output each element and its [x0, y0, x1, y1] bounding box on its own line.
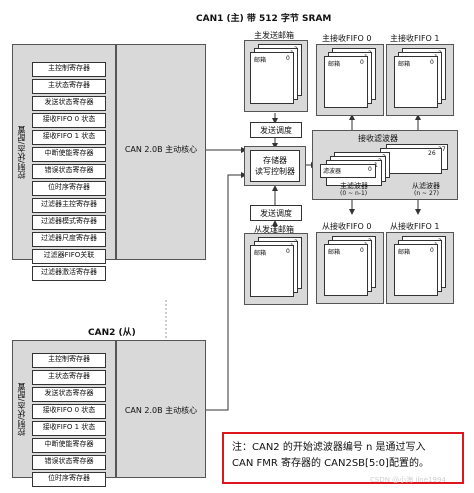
can1-register-11: 过滤器FIFO关联 — [32, 249, 106, 264]
filter-page-0 — [320, 164, 376, 178]
can2-core-label: CAN 2.0B 主动核心 — [124, 406, 198, 415]
can1-register-8: 过滤器主控寄存器 — [32, 198, 106, 213]
master-mailbox-page-0 — [250, 52, 294, 104]
master-filter-label: 主滤波器 — [340, 182, 368, 190]
note-box: 注：CAN2 的开始滤波器编号 n 是通过写入 CAN FMR 寄存器的 CAN… — [222, 432, 464, 484]
can2-register-0: 主控制寄存器 — [32, 353, 106, 368]
note-line-2: CAN FMR 寄存器的 CAN2SB[5:0]配置的。 — [232, 458, 429, 469]
slave-fifo1-num-0: 0 — [430, 247, 434, 254]
can1-register-6: 错误状态寄存器 — [32, 164, 106, 179]
note-line-1: 注：CAN2 的开始滤波器编号 n 是通过写入 — [232, 442, 426, 453]
can1-register-5: 中断使能寄存器 — [32, 147, 106, 162]
memory-controller: 存储器 读写控制器 — [250, 150, 300, 182]
can2-register-6: 错误状态寄存器 — [32, 455, 106, 470]
can2-register-4: 接收FIFO 1 状态 — [32, 421, 106, 436]
can2-register-5: 中断使能寄存器 — [32, 438, 106, 453]
can1-register-3: 接收FIFO 0 状态 — [32, 113, 106, 128]
can1-register-9: 过滤器模式寄存器 — [32, 215, 106, 230]
can1-register-0: 主控制寄存器 — [32, 62, 106, 77]
memory-controller-line-1: 存储器 — [263, 156, 287, 165]
can2-side-label: 控制/状态/配置 — [17, 382, 26, 436]
slave-filter-label: 从滤波器 — [412, 182, 440, 190]
receive-filter-title: 接收滤波器 — [358, 134, 398, 143]
master-fifo0-label: 主接收FIFO 0 — [322, 34, 372, 43]
can2-title: CAN2 (从) — [88, 328, 136, 338]
can2-register-list: 主控制寄存器主状态寄存器发送状态寄存器接收FIFO 0 状态接收FIFO 1 状… — [32, 353, 106, 489]
can1-register-4: 接收FIFO 1 状态 — [32, 130, 106, 145]
can1-register-1: 主状态寄存器 — [32, 79, 106, 94]
tx-scheduler: 发送调度 — [250, 122, 302, 138]
filter-num-0: 0 — [368, 166, 372, 173]
slave-fifo0-num-0: 0 — [360, 247, 364, 254]
slave-tx-scheduler: 发送调度 — [250, 205, 302, 221]
can1-core-label: CAN 2.0B 主动核心 — [124, 145, 198, 154]
can1-register-10: 过滤器尺度寄存器 — [32, 232, 106, 247]
can1-register-12: 过滤器激活寄存器 — [32, 266, 106, 281]
filter-num-26: 26 — [428, 150, 436, 157]
master-tx-mailbox-label: 主发送邮箱 — [254, 31, 294, 40]
slave-fifo1-word: 邮箱 — [398, 249, 411, 256]
can2-register-2: 发送状态寄存器 — [32, 387, 106, 402]
can2-register-1: 主状态寄存器 — [32, 370, 106, 385]
can2-register-7: 位时序寄存器 — [32, 472, 106, 487]
master-fifo1-label: 主接收FIFO 1 — [390, 34, 440, 43]
slave-tx-mailbox-label: 从发送邮箱 — [254, 225, 294, 234]
filter-word: 滤波器 — [323, 168, 342, 175]
slave-mailbox-num-0: 0 — [286, 248, 290, 255]
slave-fifo1-label: 从接收FIFO 1 — [390, 222, 440, 231]
slave-fifo1-page-0 — [394, 244, 438, 296]
slave-fifo0-word: 邮箱 — [328, 249, 341, 256]
master-fifo1-num-0: 0 — [430, 59, 434, 66]
master-mailbox-word: 邮箱 — [254, 57, 267, 64]
can2-register-3: 接收FIFO 0 状态 — [32, 404, 106, 419]
filter-page-26 — [380, 148, 442, 174]
watermark: CSDN @小海 ilne1994 — [370, 476, 446, 484]
can1-title: CAN1 (主) 带 512 字节 SRAM — [196, 14, 332, 24]
can2-core — [116, 340, 206, 478]
memory-controller-line-2: 读写控制器 — [255, 167, 295, 176]
can1-core — [116, 44, 206, 260]
master-filter-range: (0 ~ n-1) — [340, 190, 368, 197]
slave-filter-range: (n ~ 27) — [414, 190, 439, 197]
master-fifo0-word: 邮箱 — [328, 61, 341, 68]
slave-fifo0-page-0 — [324, 244, 368, 296]
can1-register-2: 发送状态寄存器 — [32, 96, 106, 111]
slave-mailbox-page-0 — [250, 245, 294, 297]
master-fifo0-num-0: 0 — [360, 59, 364, 66]
slave-mailbox-word: 邮箱 — [254, 250, 267, 257]
master-fifo1-page-0 — [394, 56, 438, 108]
can1-register-list: 主控制寄存器主状态寄存器发送状态寄存器接收FIFO 0 状态接收FIFO 1 状… — [32, 62, 106, 283]
master-fifo0-page-0 — [324, 56, 368, 108]
master-mailbox-num-0: 0 — [286, 55, 290, 62]
slave-fifo0-label: 从接收FIFO 0 — [322, 222, 372, 231]
can1-side-label: 控制/状态/配置 — [17, 125, 26, 179]
master-fifo1-word: 邮箱 — [398, 61, 411, 68]
can1-register-7: 位时序寄存器 — [32, 181, 106, 196]
